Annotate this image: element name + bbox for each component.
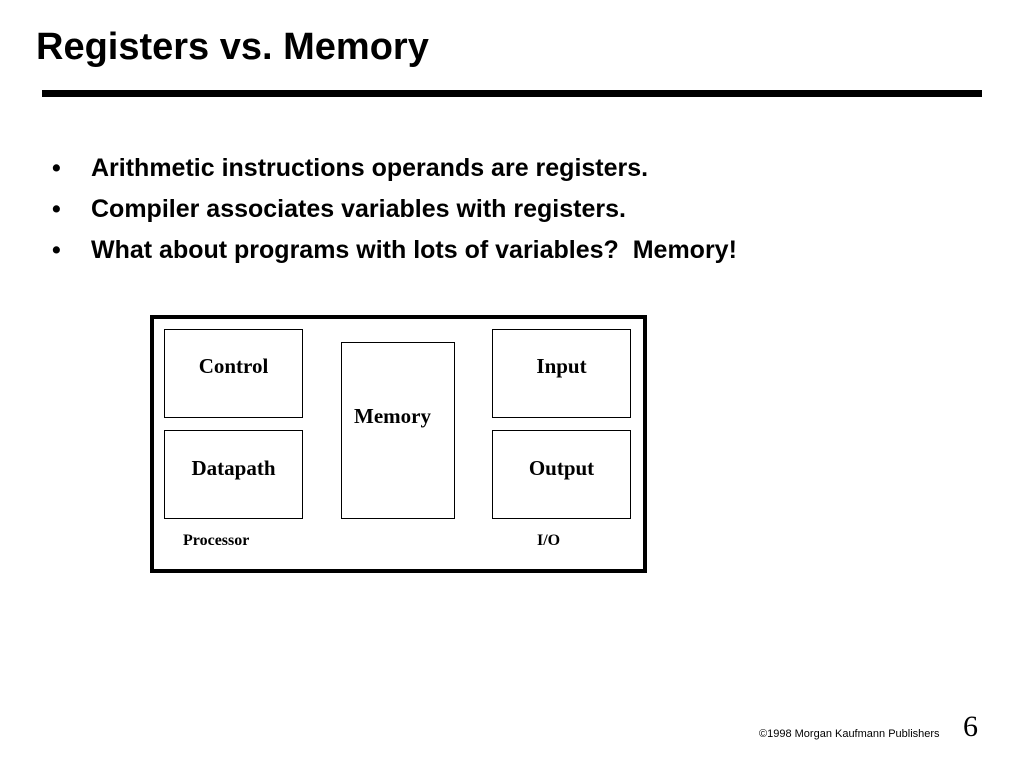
memory-label: Memory — [354, 404, 431, 428]
processor-caption: Processor — [183, 532, 250, 549]
datapath-box: Datapath — [164, 430, 303, 519]
control-box: Control — [164, 329, 303, 418]
bullet-item: • Arithmetic instructions operands are r… — [52, 152, 648, 193]
computer-components-diagram: Control Datapath Memory Input Output Pro… — [150, 315, 647, 573]
bullet-text: Arithmetic instructions operands are reg… — [91, 154, 649, 182]
copyright-notice: ©1998 Morgan Kaufmann Publishers — [759, 728, 940, 740]
copyright-icon: © — [759, 728, 768, 740]
output-label: Output — [528, 456, 595, 480]
io-caption: I/O — [537, 532, 561, 549]
input-box: Input — [492, 329, 631, 418]
bullet-item: • What about programs with lots of varia… — [52, 234, 737, 275]
bullet-icon: • — [52, 154, 61, 182]
control-label: Control — [198, 354, 269, 378]
bullet-list: • Arithmetic instructions operands are r… — [52, 152, 737, 275]
bullet-text: What about programs with lots of variabl… — [91, 236, 737, 264]
bullet-icon: • — [52, 195, 61, 223]
input-label: Input — [536, 354, 587, 378]
copyright-text: 1998 Morgan Kaufmann Publishers — [767, 728, 940, 740]
page-number: 6 — [963, 710, 978, 743]
bullet-text: Compiler associates variables with regis… — [91, 195, 626, 223]
bullet-item: • Compiler associates variables with reg… — [52, 193, 626, 234]
bullet-icon: • — [52, 236, 61, 264]
memory-box: Memory — [341, 342, 455, 519]
title-rule — [42, 90, 982, 97]
datapath-label: Datapath — [191, 456, 276, 480]
slide-title: Registers vs. Memory — [36, 26, 429, 68]
output-box: Output — [492, 430, 631, 519]
